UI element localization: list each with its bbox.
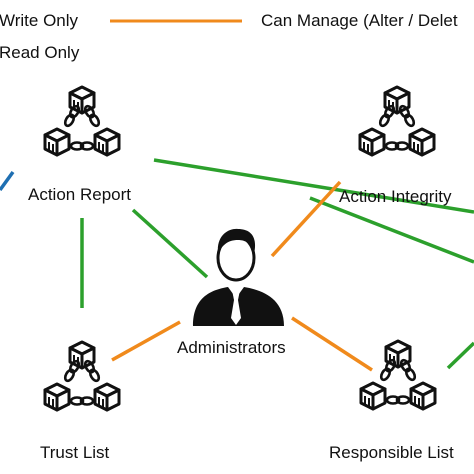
node-label-action-report: Action Report: [28, 185, 131, 204]
edge-action-integrity-offscreen: [309, 196, 474, 264]
edge-action-report-to-administrators: [131, 208, 209, 279]
blockchain-icon: [45, 87, 119, 155]
legend-can-manage-label: Can Manage (Alter / Delet: [261, 11, 458, 30]
blockchain-icon: [45, 342, 119, 410]
edge-responsible-list-offscreen: [446, 341, 474, 370]
node-label-administrators: Administrators: [177, 338, 286, 357]
blockchain-icon: [360, 87, 434, 155]
edge-administrators-to-trust-list: [111, 320, 181, 362]
edge-administrators-to-responsible-list: [291, 316, 373, 372]
node-label-action-integrity: Action Integrity: [339, 187, 452, 206]
administrator-person-icon: [193, 228, 284, 326]
legend-read-only-label: Read Only: [0, 43, 80, 62]
blockchain-icon: [361, 341, 435, 409]
edge-action-report-to-responsible-list: [153, 158, 474, 214]
edge-administrators-to-action-integrity: [270, 180, 342, 258]
node-label-responsible-list: Responsible List: [329, 443, 454, 462]
legend-write-only-label: Write Only: [0, 11, 79, 30]
node-label-trust-list: Trust List: [40, 443, 110, 462]
edge-write-only-stub: [0, 170, 15, 192]
